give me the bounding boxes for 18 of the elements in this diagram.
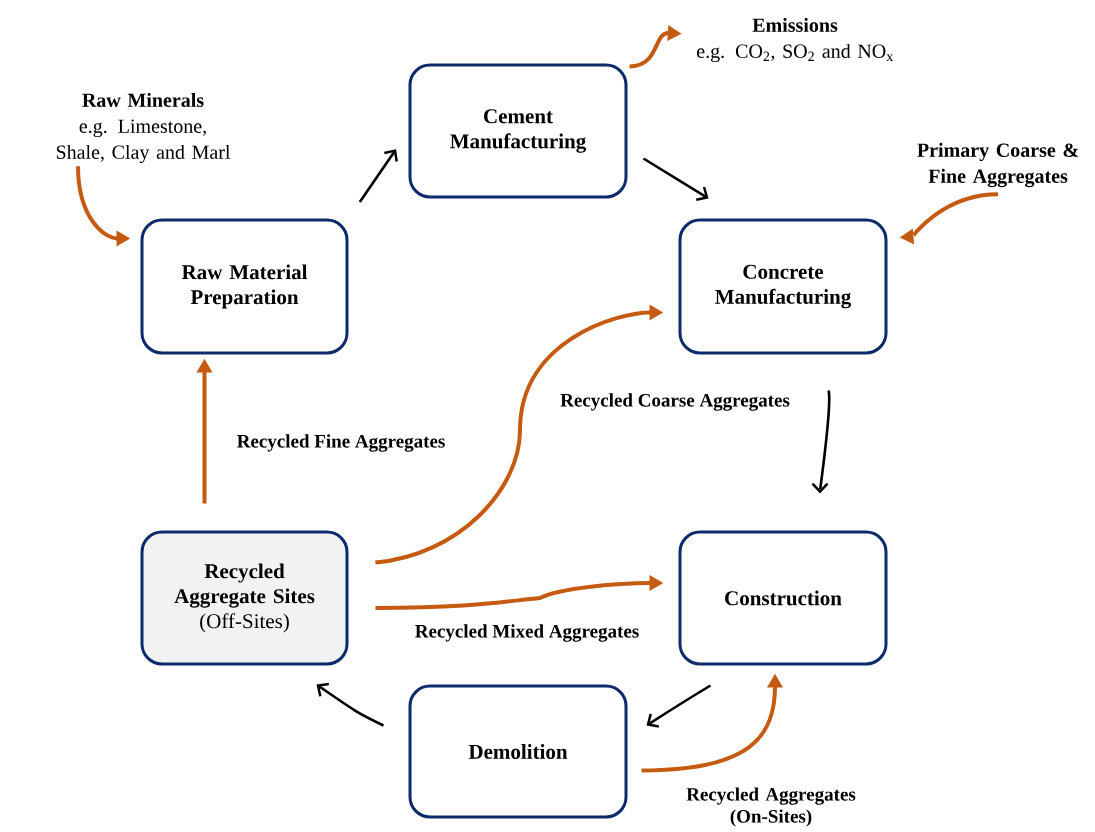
arrow [811,390,831,494]
arrow [358,149,398,203]
process-box: Construction [678,530,888,666]
process-box: Demolition [408,684,628,819]
input-label: Raw Minerals e.g. Limestone, Shale, Clay and Marl [56,92,231,164]
edge-label: Recycled Aggregates (On-Sites) [670,786,872,828]
process-box: Raw Material Preparation [140,218,349,355]
process-box: Cement Manufacturing [408,63,628,199]
edge-label: Recycled Coarse Aggregates [559,392,791,412]
edge-label: Recycled Mixed Aggregates [413,623,641,643]
arrow [646,684,712,728]
input-label: Primary Coarse & Fine Aggregates [917,142,1079,188]
arrow [642,157,709,201]
edge-label: Recycled Fine Aggregates [235,433,447,453]
process-box: Concrete Manufacturing [678,218,888,355]
arrow [316,682,385,727]
output-label: Emissions e.g. CO$_{2}$, SO$_{2}$ and NO$_{x}$ [697,17,894,63]
process-box: Recycled Aggregate Sites (Off-Sites) [140,530,349,666]
